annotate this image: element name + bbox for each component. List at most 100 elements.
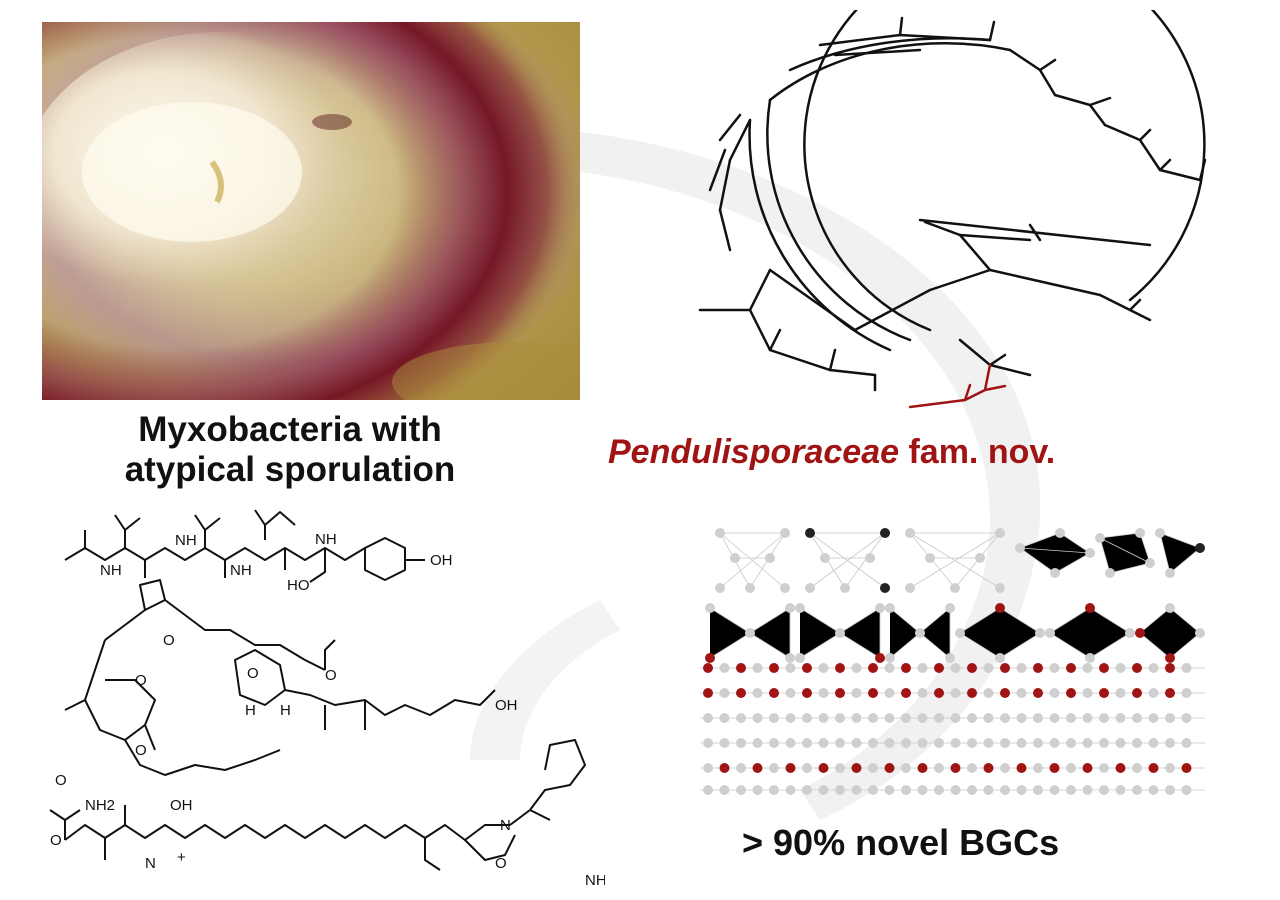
network-node [983, 738, 994, 748]
network-node [884, 763, 895, 773]
bgc-network [700, 528, 1205, 795]
network-node [785, 713, 796, 723]
network-node [934, 688, 944, 698]
network-node [1115, 738, 1126, 748]
network-node [1045, 628, 1055, 638]
atom-h-2: H [280, 702, 291, 719]
network-node [995, 603, 1005, 613]
network-node [1148, 738, 1159, 748]
atom-o-bridge: O [55, 772, 67, 789]
network-node [1132, 713, 1142, 723]
network-node [1049, 738, 1060, 748]
network-node [868, 713, 878, 723]
network-node [1181, 763, 1192, 773]
network-node [802, 688, 812, 698]
network-node [1066, 738, 1076, 748]
network-node [885, 653, 895, 663]
chem-atom-labels: NH NH NH NH HO OH O O O O H H OH O O NH2… [50, 531, 605, 889]
network-node [1016, 763, 1027, 773]
network-node [917, 738, 928, 748]
tree-highlight-clade [908, 363, 1007, 409]
network-node [950, 763, 961, 773]
network-node [967, 763, 977, 773]
network-node [1135, 628, 1145, 638]
network-node [769, 713, 779, 723]
network-node [769, 785, 779, 795]
network-node [1099, 785, 1109, 795]
network-node [1049, 713, 1060, 723]
atom-nh-2: NH [175, 532, 197, 549]
colony-caption: Myxobacteria with atypical sporulation [40, 410, 540, 490]
network-node [950, 785, 961, 795]
network-node [795, 603, 805, 613]
network-node [934, 785, 944, 795]
network-node [967, 785, 977, 795]
network-node [785, 763, 796, 773]
network-node [785, 688, 796, 698]
network-node [719, 763, 730, 773]
network-node [917, 785, 928, 795]
network-node [1050, 568, 1060, 578]
network-node [818, 763, 829, 773]
family-suffix: fam. nov. [908, 433, 1056, 471]
network-node [1085, 653, 1095, 663]
atom-o-pyran: O [247, 665, 259, 682]
network-node [703, 763, 713, 773]
atom-n-oxazoline: N [500, 817, 511, 834]
network-node [983, 785, 994, 795]
atom-nh-3: NH [230, 562, 252, 579]
network-node [785, 785, 796, 795]
network-node [1049, 785, 1060, 795]
network-node [802, 738, 812, 748]
network-node [703, 738, 713, 748]
network-node [719, 663, 730, 673]
network-node [1132, 688, 1142, 698]
network-node [1015, 543, 1025, 553]
network-node [905, 528, 915, 538]
network-node [1016, 713, 1027, 723]
network-node [1165, 568, 1175, 578]
network-node [1115, 763, 1126, 773]
atom-o-oxazoline: O [495, 855, 507, 872]
network-node [1016, 688, 1027, 698]
network-node [851, 738, 862, 748]
network-node [703, 713, 713, 723]
network-node [1115, 663, 1126, 673]
network-node [983, 713, 994, 723]
network-node [1082, 763, 1093, 773]
chemical-structures: NH NH NH NH HO OH O O O O H H OH O O NH2… [49, 509, 605, 889]
atom-nh-1: NH [100, 562, 122, 579]
network-node [715, 528, 725, 538]
network-node [917, 713, 928, 723]
network-node [950, 583, 960, 593]
network-node [730, 553, 740, 563]
network-node [752, 663, 763, 673]
network-node [1165, 663, 1175, 673]
network-node [1105, 568, 1115, 578]
network-node [884, 663, 895, 673]
network-node [983, 688, 994, 698]
network-node [745, 628, 755, 638]
network-node [1066, 785, 1076, 795]
network-node [719, 785, 730, 795]
network-node [915, 628, 925, 638]
network-node [820, 553, 830, 563]
network-node [1085, 548, 1095, 558]
network-node [868, 785, 878, 795]
network-node [995, 653, 1005, 663]
network-node [1148, 688, 1159, 698]
network-node [1066, 688, 1076, 698]
network-node [1195, 628, 1205, 638]
atom-oh-acid: OH [495, 697, 518, 714]
network-node [901, 738, 911, 748]
network-node [1000, 688, 1010, 698]
network-node [802, 713, 812, 723]
network-node [1016, 738, 1027, 748]
network-node [1033, 785, 1043, 795]
network-node [1082, 785, 1093, 795]
network-node [1155, 528, 1165, 538]
network-node [752, 785, 763, 795]
network-node [1049, 688, 1060, 698]
network-node [1181, 688, 1192, 698]
network-node [1049, 763, 1060, 773]
